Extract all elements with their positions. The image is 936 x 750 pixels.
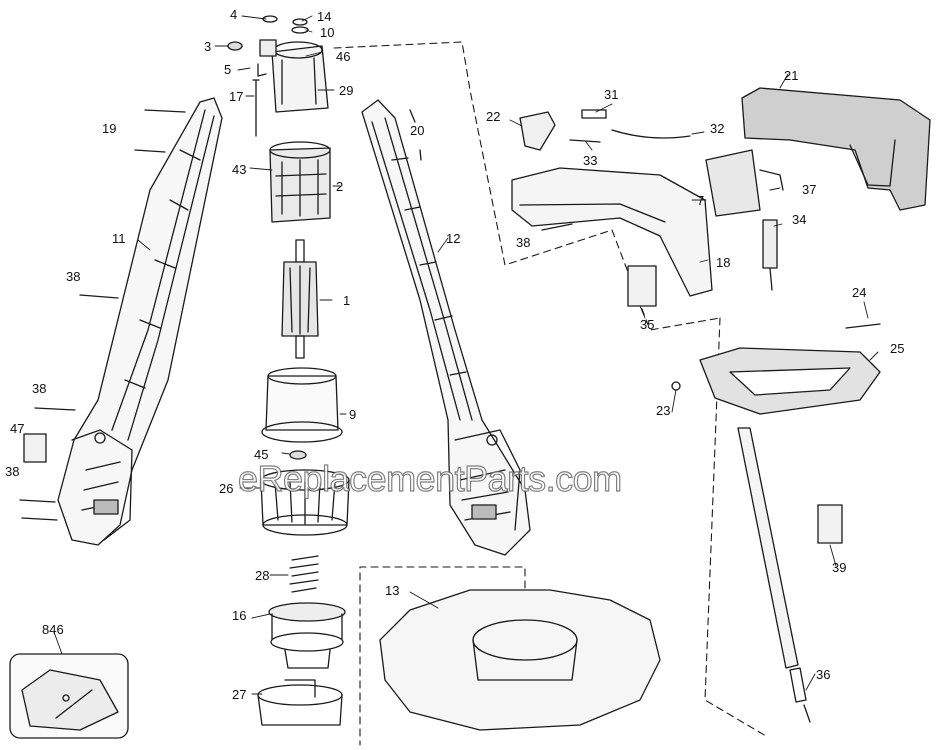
part-label-38-upper: 38 <box>66 269 81 284</box>
leader-lines <box>53 15 879 695</box>
switch-bracket <box>581 109 607 119</box>
guard <box>379 589 661 731</box>
part-label-25: 25 <box>890 341 905 356</box>
handle-assembly <box>741 87 931 211</box>
part-label-17: 17 <box>229 89 244 104</box>
part-label-29: 29 <box>339 83 354 98</box>
part-label-38-lower: 38 <box>5 464 20 479</box>
extension-tube <box>737 427 811 723</box>
part-label-2: 2 <box>336 179 344 194</box>
part-label-39: 39 <box>832 560 847 575</box>
part-label-13: 13 <box>385 583 400 598</box>
part-label-10: 10 <box>320 25 335 40</box>
part-label-43: 43 <box>232 162 247 177</box>
screws <box>19 109 881 521</box>
part-label-12: 12 <box>446 231 461 246</box>
spool-cap <box>257 679 343 726</box>
part-label-846: 846 <box>42 622 64 637</box>
decal-35 <box>627 265 657 307</box>
part-label-20: 20 <box>410 123 425 138</box>
left-housing-half <box>57 97 223 546</box>
part-label-35: 35 <box>640 317 655 332</box>
watermark-text: eReplacementParts.com <box>237 457 622 499</box>
armature <box>281 239 319 359</box>
dashed-boundary-lines <box>333 41 767 746</box>
motor-field <box>269 141 331 223</box>
part-label-33: 33 <box>583 153 598 168</box>
part-label-21: 21 <box>784 68 799 83</box>
part-label-5: 5 <box>224 62 232 77</box>
part-label-11: 11 <box>112 231 126 246</box>
part-label-22: 22 <box>486 109 501 124</box>
part-label-26: 26 <box>219 481 234 496</box>
right-housing-half <box>361 99 531 556</box>
part-label-18: 18 <box>716 255 731 270</box>
part-label-47: 47 <box>10 421 25 436</box>
part-label-38-middle: 38 <box>32 381 47 396</box>
part-label-38-handle: 38 <box>516 235 531 250</box>
wire-lead <box>611 129 691 139</box>
part-label-14: 14 <box>317 9 332 24</box>
part-label-9: 9 <box>349 407 357 422</box>
part-label-23: 23 <box>656 403 671 418</box>
wire-terminal <box>569 139 601 143</box>
part-label-31: 31 <box>604 87 619 102</box>
main-handle <box>511 167 713 297</box>
motor-cap <box>257 39 329 113</box>
decal-39 <box>817 504 843 544</box>
part-label-3: 3 <box>204 39 212 54</box>
part-label-7: 7 <box>697 193 705 208</box>
part-label-27: 27 <box>232 687 247 702</box>
part-label-16: 16 <box>232 608 247 623</box>
part-label-37: 37 <box>802 182 817 197</box>
part-label-24: 24 <box>852 285 867 300</box>
part-label-36: 36 <box>816 667 831 682</box>
switch-assembly <box>705 149 784 291</box>
spool <box>268 602 346 669</box>
trigger <box>519 111 556 151</box>
part-label-45: 45 <box>254 447 269 462</box>
spring <box>289 555 319 593</box>
fan <box>260 469 350 536</box>
part-label-32: 32 <box>710 121 725 136</box>
part-label-28: 28 <box>255 568 270 583</box>
kit-846-box <box>9 653 129 739</box>
decal-47 <box>23 433 47 463</box>
baffle-cylinder <box>261 367 343 443</box>
part-label-1: 1 <box>343 293 351 308</box>
part-label-34: 34 <box>792 212 807 227</box>
auxiliary-handle <box>699 347 881 415</box>
part-label-4: 4 <box>230 7 238 22</box>
part-label-19: 19 <box>102 121 117 136</box>
part-label-46: 46 <box>336 49 351 64</box>
